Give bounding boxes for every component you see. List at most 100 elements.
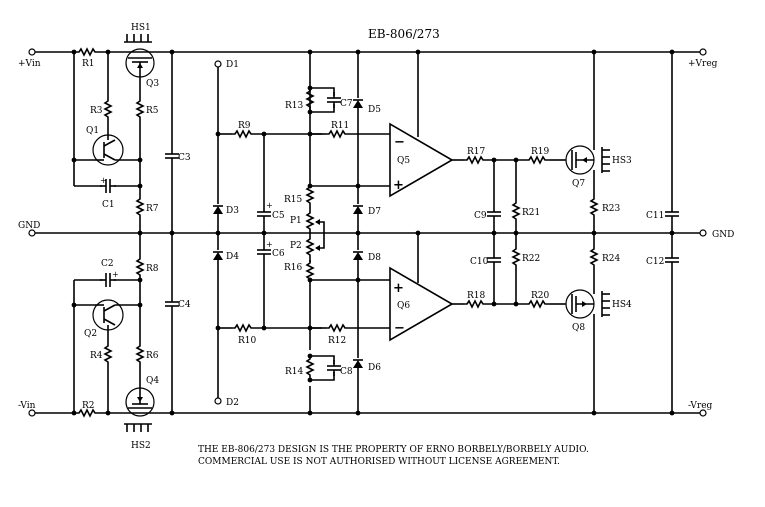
resistor-r22 (512, 245, 520, 271)
label-q7: Q7 (572, 179, 585, 189)
label-vin-pos: +Vin (18, 59, 41, 69)
resistor-r23 (590, 195, 598, 221)
label-r19: R19 (531, 147, 550, 157)
label-r17: R17 (467, 147, 486, 157)
label-r12: R12 (328, 336, 346, 346)
label-d5: D5 (368, 105, 381, 115)
label-d8: D8 (368, 253, 381, 263)
notice-line-2: COMMERCIAL USE IS NOT AUTHORISED WITHOUT… (198, 457, 560, 467)
opamp-q5: − + Q5 (389, 49, 454, 198)
label-r10: R10 (238, 336, 257, 346)
label-r23: R23 (602, 204, 621, 214)
diode-d4 (212, 251, 224, 261)
label-r21: R21 (522, 208, 540, 218)
resistor-r10 (231, 324, 257, 332)
label-r22: R22 (522, 254, 540, 264)
diode-d3 (212, 205, 224, 215)
heatsink-hs2 (124, 423, 152, 432)
label-c3: C3 (178, 153, 191, 163)
label-r15: R15 (284, 195, 303, 205)
label-r11: R11 (331, 121, 349, 131)
label-hs4: HS4 (612, 300, 632, 310)
resistor-r21 (512, 199, 520, 225)
transistor-q1 (92, 134, 124, 166)
label-r1: R1 (82, 59, 95, 69)
terminal-vreg-pos (699, 48, 707, 56)
label-r6: R6 (146, 351, 159, 361)
label-q5: Q5 (397, 156, 410, 166)
label-r14: R14 (285, 367, 304, 377)
transistor-q2 (92, 299, 124, 331)
diode-d5 (352, 99, 364, 109)
label-gnd-left: GND (18, 221, 40, 231)
sign-q5-plus: + (393, 178, 404, 193)
label-q6: Q6 (397, 301, 410, 311)
label-c10: C10 (470, 257, 489, 267)
label-d6: D6 (368, 363, 381, 373)
label-c7: C7 (340, 99, 353, 109)
diode-d7 (352, 205, 364, 215)
label-d3: D3 (226, 206, 239, 216)
transistor-q3 (125, 48, 155, 78)
resistor-r12 (325, 324, 351, 332)
label-q8: Q8 (572, 323, 585, 333)
label-q3: Q3 (146, 79, 159, 89)
label-c2: C2 (101, 259, 114, 269)
label-q2: Q2 (84, 329, 97, 339)
capacitor-c4 (164, 295, 180, 313)
capacitor-c8 (326, 359, 342, 377)
capacitor-c11 (664, 205, 680, 223)
label-vreg-neg: -Vreg (688, 401, 713, 411)
opamp-q6: + − Q6 (389, 230, 454, 342)
label-c1: C1 (102, 200, 115, 210)
capacitor-c9 (486, 205, 502, 223)
diode-d8 (352, 251, 364, 261)
label-c9: C9 (474, 211, 487, 221)
svg-text:+: + (100, 176, 107, 185)
label-c8: C8 (340, 367, 353, 377)
capacitor-c10 (486, 251, 502, 269)
label-r16: R16 (284, 263, 303, 273)
label-p1: P1 (290, 216, 302, 226)
label-gnd-right: GND (712, 230, 734, 240)
notice-line-1: THE EB-806/273 DESIGN IS THE PROPERTY OF… (198, 445, 589, 455)
capacitor-c7 (326, 91, 342, 109)
label-r20: R20 (531, 291, 550, 301)
resistor-r7 (136, 195, 144, 221)
resistor-r20 (525, 300, 551, 308)
capacitor-c12 (664, 251, 680, 269)
label-q4: Q4 (146, 376, 159, 386)
potentiometer-p2 (306, 235, 314, 261)
resistor-r8 (136, 255, 144, 281)
capacitor-c3 (164, 147, 180, 165)
label-d7: D7 (368, 207, 381, 217)
resistor-r11 (325, 130, 351, 138)
resistor-r4 (104, 342, 112, 368)
reference-section: D1 D2 D3 D4 R9 R10 + C5 + C6 (212, 60, 322, 408)
resistor-r3 (104, 97, 112, 123)
resistor-r9 (231, 130, 257, 138)
output-section: R17 R18 C9 C10 R21 R22 R19 R2 (452, 49, 680, 416)
svg-text:+: + (266, 201, 273, 210)
terminal-gnd-right (699, 229, 707, 237)
diode-d6 (352, 359, 364, 369)
resistor-r19 (525, 156, 551, 164)
label-r2: R2 (82, 401, 95, 411)
feedback-section: R15 P1 P2 R16 R13 C7 R14 C8 (284, 49, 390, 416)
diagram-title: EB-806/273 (368, 27, 440, 41)
resistor-r18 (463, 300, 489, 308)
terminal-vin-pos (28, 48, 36, 56)
label-p2: P2 (290, 241, 302, 251)
resistor-r13 (306, 87, 314, 113)
label-c11: C11 (646, 211, 664, 221)
label-hs1: HS1 (131, 23, 151, 33)
label-r13: R13 (285, 101, 304, 111)
sign-q6-minus: − (394, 321, 405, 336)
label-c5: C5 (272, 211, 285, 221)
potentiometer-p1 (306, 209, 314, 235)
label-hs2: HS2 (131, 441, 151, 451)
sign-q5-minus: − (394, 135, 405, 150)
heatsink-hs3 (601, 147, 610, 173)
resistor-r5 (136, 97, 144, 123)
